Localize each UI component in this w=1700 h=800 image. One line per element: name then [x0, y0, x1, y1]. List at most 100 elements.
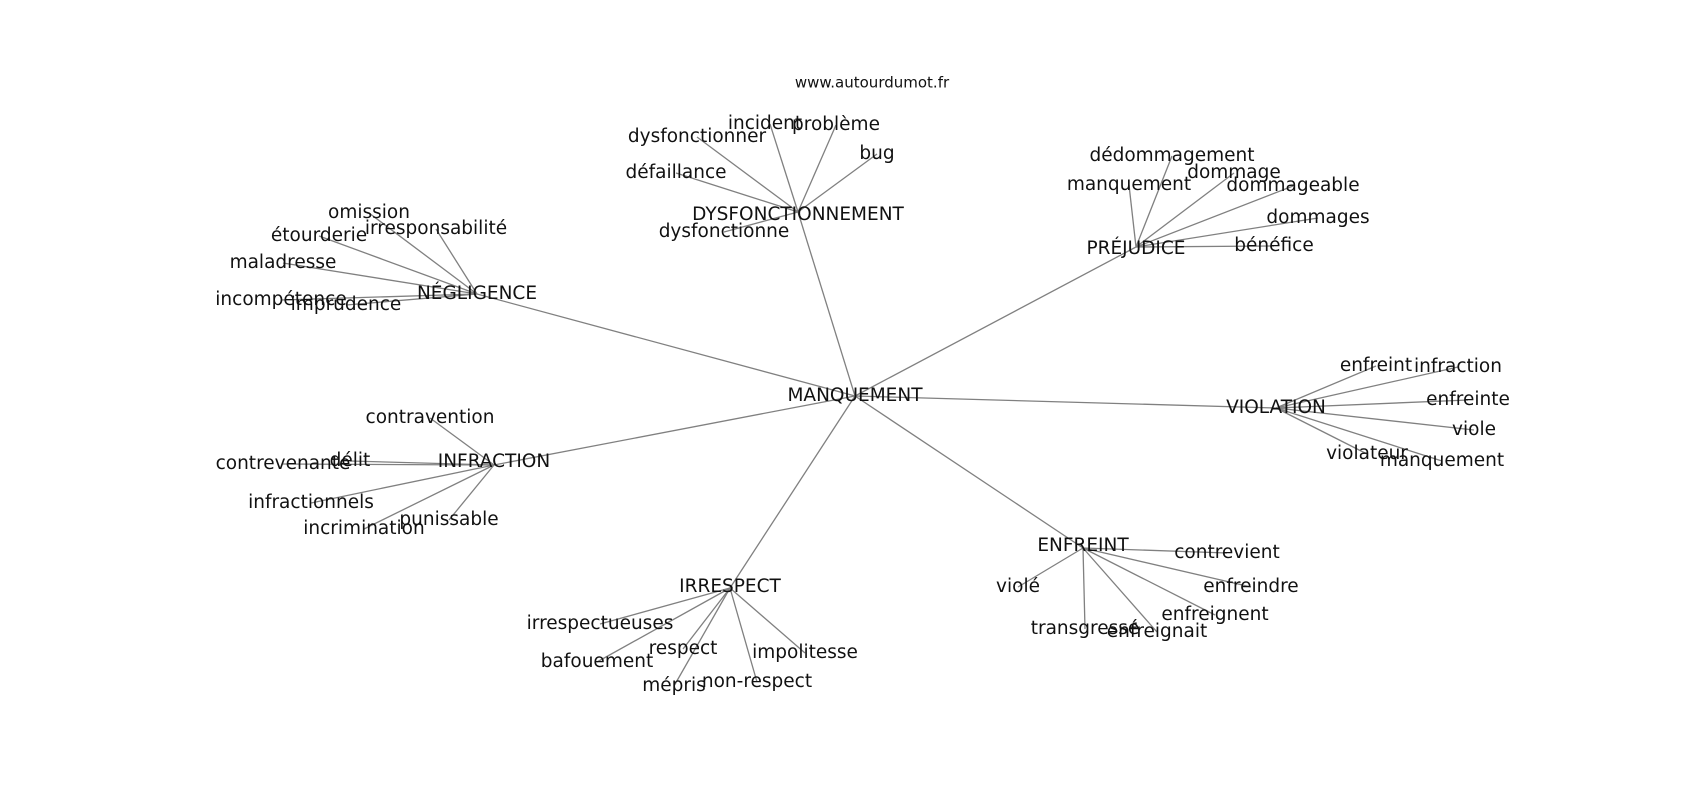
left-clip-mask: [0, 0, 215, 800]
edge-hub-to-leaf: [1082, 547, 1158, 633]
leaf-word-node[interactable]: incompétence: [215, 289, 346, 310]
leaf-word-node[interactable]: infractionnels: [248, 492, 374, 513]
edge-hub-to-leaf: [1082, 547, 1216, 616]
leaf-word-node[interactable]: bafouement: [541, 651, 653, 672]
edge-hub-to-leaf: [673, 587, 731, 687]
leaf-word-node[interactable]: manquement: [1067, 174, 1191, 195]
leaf-word-node[interactable]: dommage: [1187, 162, 1281, 183]
edge-center-to-hub: [854, 246, 1137, 397]
leaf-word-node[interactable]: irrespectueuses: [527, 613, 674, 634]
edge-hub-to-leaf: [729, 587, 806, 654]
source-url: www.autourdumot.fr: [795, 74, 950, 92]
edge-hub-to-leaf: [310, 464, 495, 504]
edge-hub-to-leaf: [1128, 184, 1137, 248]
edge-hub-to-leaf: [368, 212, 478, 295]
edge-hub-to-leaf: [1135, 217, 1319, 248]
leaf-word-node[interactable]: bug: [859, 143, 894, 164]
edge-hub-to-leaf: [729, 587, 758, 683]
leaf-word-node[interactable]: enfreindre: [1203, 576, 1298, 597]
edge-hub-to-leaf: [1135, 245, 1275, 248]
leaf-word-node[interactable]: manquement: [1380, 450, 1504, 471]
leaf-word-node[interactable]: maladresse: [230, 252, 337, 273]
edge-center-to-hub: [476, 293, 856, 397]
leaf-word-node[interactable]: viole: [1452, 419, 1496, 440]
edge-center-to-hub: [797, 211, 856, 397]
edge-hub-to-leaf: [1082, 547, 1086, 630]
edge-hub-to-leaf: [769, 123, 799, 213]
edge-center-to-hub: [854, 395, 1277, 409]
center-word-node[interactable]: MANQUEMENT: [787, 385, 923, 406]
edge-hub-to-leaf: [282, 463, 495, 466]
hub-word-node[interactable]: ENFREINT: [1037, 535, 1129, 556]
edge-hub-to-leaf: [682, 587, 731, 650]
leaf-word-node[interactable]: omission: [328, 202, 410, 223]
edge-hub-to-leaf: [1275, 407, 1368, 455]
leaf-word-node[interactable]: incident: [728, 113, 802, 134]
edge-hub-to-leaf: [1275, 365, 1377, 409]
edge-hub-to-leaf: [363, 464, 495, 530]
leaf-word-node[interactable]: non-respect: [702, 671, 812, 692]
edge-hub-to-leaf: [429, 417, 495, 466]
leaf-word-node[interactable]: dysfonctionne: [659, 221, 790, 242]
leaf-word-node[interactable]: dommages: [1266, 207, 1369, 228]
hub-word-node[interactable]: IRRESPECT: [679, 576, 781, 597]
edge-center-to-hub: [854, 395, 1084, 549]
hub-word-node[interactable]: NÉGLIGENCE: [417, 282, 537, 304]
leaf-word-node[interactable]: punissable: [399, 509, 498, 530]
edge-hub-to-leaf: [675, 172, 799, 213]
edge-hub-to-leaf: [1135, 172, 1235, 248]
leaf-word-node[interactable]: contrevenante: [216, 453, 351, 474]
leaf-word-node[interactable]: dédommagement: [1089, 145, 1254, 166]
edge-hub-to-leaf: [596, 587, 731, 663]
leaf-word-node[interactable]: infraction: [1414, 356, 1502, 377]
leaf-word-node[interactable]: contrevient: [1174, 542, 1280, 563]
leaf-word-node[interactable]: contravention: [366, 407, 495, 428]
hub-word-node[interactable]: INFRACTION: [438, 451, 550, 472]
edge-center-to-hub: [493, 395, 856, 466]
edge-hub-to-leaf: [1135, 185, 1294, 248]
leaf-word-node[interactable]: bénéfice: [1234, 235, 1313, 256]
graph-edges: [280, 123, 1475, 687]
leaf-word-node[interactable]: étourderie: [271, 225, 367, 246]
leaf-word-node[interactable]: enfreinte: [1426, 389, 1510, 410]
edge-hub-to-leaf: [1275, 366, 1459, 409]
leaf-word-node[interactable]: respect: [649, 638, 718, 659]
leaf-word-node[interactable]: mépris: [642, 675, 706, 696]
leaf-word-node[interactable]: dysfonctionner: [628, 126, 767, 147]
edge-hub-to-leaf: [282, 262, 478, 295]
leaf-word-node[interactable]: enfreint: [1340, 355, 1412, 376]
hub-word-node[interactable]: PRÉJUDICE: [1086, 237, 1185, 259]
leaf-word-node[interactable]: défaillance: [625, 162, 726, 183]
hub-word-node[interactable]: DYSFONCTIONNEMENT: [692, 204, 904, 225]
leaf-word-node[interactable]: enfreignent: [1161, 604, 1268, 625]
edge-hub-to-leaf: [1275, 407, 1443, 462]
leaf-word-node[interactable]: délit: [330, 450, 371, 471]
edge-hub-to-leaf: [1275, 407, 1475, 431]
leaf-word-node[interactable]: imprudence: [291, 294, 402, 315]
edge-hub-to-leaf: [723, 211, 799, 233]
leaf-word-node[interactable]: enfreignait: [1107, 621, 1208, 642]
edge-hub-to-leaf: [345, 293, 478, 306]
edge-hub-to-leaf: [797, 124, 837, 213]
edge-hub-to-leaf: [1082, 547, 1252, 588]
edge-center-to-hub: [729, 395, 856, 589]
edge-hub-to-leaf: [280, 293, 478, 301]
edge-hub-to-leaf: [599, 587, 731, 625]
leaf-word-node[interactable]: irresponsabilité: [365, 218, 507, 239]
hub-word-node[interactable]: VIOLATION: [1226, 397, 1326, 418]
edge-hub-to-leaf: [1275, 399, 1469, 409]
leaf-word-node[interactable]: violé: [996, 576, 1040, 597]
leaf-word-node[interactable]: impolitesse: [752, 642, 858, 663]
leaf-word-node[interactable]: dommageable: [1226, 175, 1359, 196]
leaf-word-node[interactable]: problème: [792, 114, 880, 135]
edge-hub-to-leaf: [696, 136, 799, 213]
leaf-word-node[interactable]: incrimination: [303, 518, 424, 539]
leaf-word-node[interactable]: violateur: [1326, 443, 1408, 464]
edge-hub-to-leaf: [797, 153, 878, 213]
leaf-word-node[interactable]: transgressé: [1031, 618, 1140, 639]
edge-hub-to-leaf: [1082, 547, 1228, 554]
edge-hub-to-leaf: [318, 235, 478, 295]
edge-hub-to-leaf: [1135, 155, 1173, 248]
